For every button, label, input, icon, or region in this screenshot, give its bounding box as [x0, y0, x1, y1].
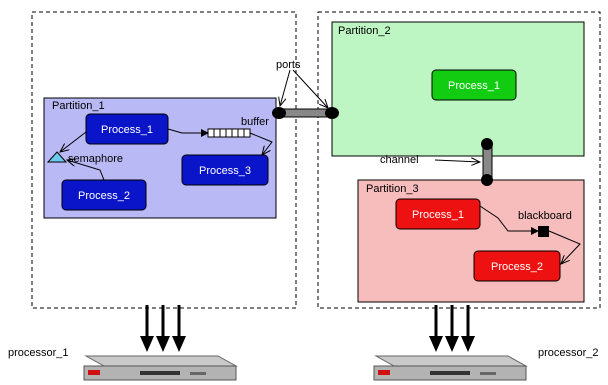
ports-arrow-right [292, 69, 328, 108]
port-p1 [272, 107, 286, 119]
p2-process-1-label: Process_1 [448, 80, 500, 92]
p1-to-buffer-arrow [167, 128, 209, 137]
ports-arrow-left [280, 69, 291, 106]
p1-process-3-label: Process_3 [199, 165, 251, 177]
p3-process-1 [395, 198, 481, 230]
processor-1-arrows [140, 305, 186, 352]
semaphore-label: semaphore [68, 153, 123, 165]
buffer-to-p3-arrow [249, 132, 273, 155]
p1-process-2-label: Process_2 [78, 190, 130, 202]
p2-to-semaphore-arrow [67, 160, 105, 181]
processor-2-arrows [429, 305, 475, 352]
channel-label: channel [380, 154, 419, 166]
ports-label: ports [276, 59, 301, 71]
processor-1-label: processor_1 [8, 347, 69, 359]
inter-partition-link [279, 108, 333, 118]
p1-to-semaphore-arrow [60, 131, 87, 152]
processor-2-label: processor_2 [538, 347, 599, 359]
processor-2-container [317, 11, 601, 309]
semaphore-icon [46, 151, 68, 163]
channel-arrow [434, 160, 480, 162]
buffer-label: buffer [241, 116, 269, 128]
partition-2-label: Partition_2 [338, 25, 391, 37]
partition-1-label: Partition_1 [52, 100, 105, 112]
channel-port-bottom [481, 174, 493, 186]
p1-process-1-label: Process_1 [101, 124, 153, 136]
blackboard-label: blackboard [518, 210, 572, 222]
port-p2 [325, 107, 339, 119]
partition-3 [357, 179, 585, 303]
p3p1-to-blackboard-arrow [479, 205, 539, 235]
partition-3-label: Partition_3 [366, 183, 419, 195]
processor-2-hardware-icon [373, 355, 528, 381]
blackboard-icon [538, 226, 549, 237]
channel-port-top [481, 138, 493, 150]
p2-process-1 [431, 69, 517, 101]
p3-process-2-label: Process_2 [491, 261, 543, 273]
buffer-icon [207, 128, 251, 138]
blackboard-to-p3p2-arrow [548, 230, 581, 264]
p3-process-1-label: Process_1 [412, 209, 464, 221]
processor-1-hardware-icon [83, 355, 238, 381]
p3-process-2 [473, 250, 561, 282]
p1-process-3 [181, 154, 269, 186]
